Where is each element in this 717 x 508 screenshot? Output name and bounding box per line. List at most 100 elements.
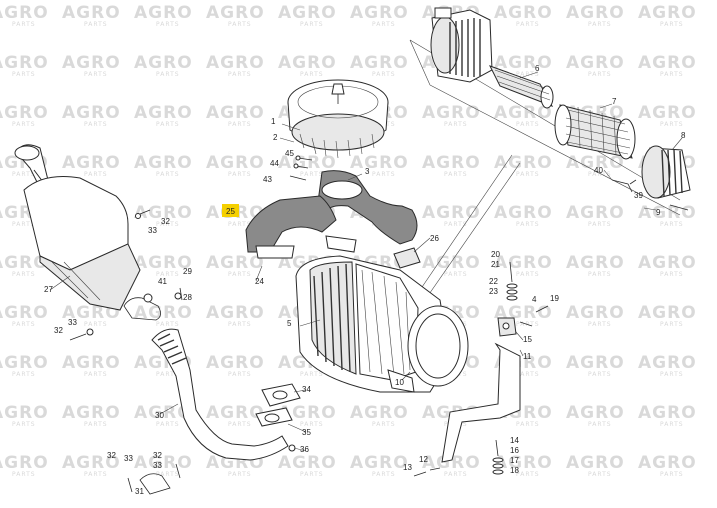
watermark-text: AGRO xyxy=(62,153,121,173)
watermark-subtext: PARTS xyxy=(84,171,108,178)
watermark-subtext: PARTS xyxy=(156,171,180,178)
watermark-text: AGRO xyxy=(0,303,49,323)
callout-2[interactable]: 2 xyxy=(273,133,278,142)
callout-39[interactable]: 39 xyxy=(634,191,643,200)
callout-14[interactable]: 14 xyxy=(510,436,519,445)
callout-24[interactable]: 24 xyxy=(255,277,264,286)
watermark-subtext: PARTS xyxy=(228,421,252,428)
watermark-text: AGRO xyxy=(566,3,625,23)
watermark-subtext: PARTS xyxy=(12,21,36,28)
callout-28[interactable]: 28 xyxy=(183,293,192,302)
watermark-text: AGRO xyxy=(638,203,697,223)
callout-33-bottom[interactable]: 33 xyxy=(153,461,162,470)
callout-3[interactable]: 3 xyxy=(365,167,370,176)
watermark-subtext: PARTS xyxy=(156,321,180,328)
callout-19[interactable]: 19 xyxy=(550,294,559,303)
callout-30[interactable]: 30 xyxy=(155,411,164,420)
air-filter-housing xyxy=(295,255,469,393)
callout-20[interactable]: 20 xyxy=(491,250,500,259)
callout-33-bottom-left[interactable]: 33 xyxy=(124,454,133,463)
watermark-text: AGRO xyxy=(206,403,265,423)
callout-4[interactable]: 4 xyxy=(532,295,537,304)
callout-26[interactable]: 26 xyxy=(430,234,439,243)
callout-12[interactable]: 12 xyxy=(419,455,428,464)
watermark-subtext: PARTS xyxy=(516,471,540,478)
cap-clamp-bolt xyxy=(669,204,689,211)
callout-11[interactable]: 11 xyxy=(523,352,532,361)
watermark-text: AGRO xyxy=(62,453,121,473)
watermark-subtext: PARTS xyxy=(444,221,468,228)
callout-15[interactable]: 15 xyxy=(523,335,532,344)
watermark-text: AGRO xyxy=(62,353,121,373)
watermark-text: AGRO xyxy=(422,153,481,173)
watermark-subtext: PARTS xyxy=(84,71,108,78)
callout-33-left[interactable]: 33 xyxy=(68,318,77,327)
callout-6[interactable]: 6 xyxy=(535,64,540,73)
callout-10[interactable]: 10 xyxy=(395,378,404,387)
watermark-text: AGRO xyxy=(350,403,409,423)
watermark-text: AGRO xyxy=(566,253,625,273)
watermark-subtext: PARTS xyxy=(300,471,324,478)
bracket-31 xyxy=(139,473,171,495)
callout-32-left[interactable]: 32 xyxy=(54,326,63,335)
callout-18[interactable]: 18 xyxy=(510,466,519,475)
watermark-text: AGRO xyxy=(278,153,337,173)
watermark-text: AGRO xyxy=(0,3,49,23)
callout-17[interactable]: 17 xyxy=(510,456,519,465)
callout-25[interactable]: 25 xyxy=(226,207,235,216)
safety-element xyxy=(488,65,554,109)
callout-31[interactable]: 31 xyxy=(135,487,144,496)
callout-23[interactable]: 23 xyxy=(489,287,498,296)
watermark-subtext: PARTS xyxy=(660,471,684,478)
callout-44[interactable]: 44 xyxy=(270,159,279,168)
callout-1[interactable]: 1 xyxy=(271,117,276,126)
watermark-text: AGRO xyxy=(350,453,409,473)
watermark-subtext: PARTS xyxy=(84,121,108,128)
callout-8[interactable]: 8 xyxy=(681,131,686,140)
callout-40[interactable]: 40 xyxy=(594,166,603,175)
callout-21[interactable]: 21 xyxy=(491,260,500,269)
callout-16[interactable]: 16 xyxy=(510,446,519,455)
watermark-text: AGRO xyxy=(638,3,697,23)
dust-valve xyxy=(387,369,415,393)
callout-43[interactable]: 43 xyxy=(263,175,272,184)
callout-22[interactable]: 22 xyxy=(489,277,498,286)
guide-line-left xyxy=(409,39,431,86)
callout-45[interactable]: 45 xyxy=(285,149,294,158)
watermark-text: AGRO xyxy=(494,253,553,273)
callout-27[interactable]: 27 xyxy=(44,285,53,294)
watermark-subtext: PARTS xyxy=(12,321,36,328)
callout-32-bottom-left[interactable]: 32 xyxy=(107,451,116,460)
callout-35[interactable]: 35 xyxy=(302,428,311,437)
bracket-41 xyxy=(123,297,161,321)
watermark-text: AGRO xyxy=(278,3,337,23)
bolt-19 xyxy=(535,305,549,313)
callout-13[interactable]: 13 xyxy=(403,463,412,472)
callout-29[interactable]: 29 xyxy=(183,267,192,276)
watermark-text: AGRO xyxy=(0,53,49,73)
watermark-subtext: PARTS xyxy=(516,171,540,178)
watermark-subtext: PARTS xyxy=(588,171,612,178)
exploded-view-group xyxy=(409,7,691,301)
callout-32-bottom[interactable]: 32 xyxy=(153,451,162,460)
hose-clamp xyxy=(325,235,357,253)
callout-7[interactable]: 7 xyxy=(612,97,617,106)
callout-41[interactable]: 41 xyxy=(158,277,167,286)
watermark-text: AGRO xyxy=(62,53,121,73)
callout-34[interactable]: 34 xyxy=(302,385,311,394)
watermark-text: AGRO xyxy=(134,53,193,73)
callout-32-muffler[interactable]: 32 xyxy=(161,217,170,226)
watermark-subtext: PARTS xyxy=(300,371,324,378)
callout-5[interactable]: 5 xyxy=(287,319,292,328)
watermark-text: AGRO xyxy=(278,403,337,423)
watermark-subtext: PARTS xyxy=(588,321,612,328)
watermark-subtext: PARTS xyxy=(156,421,180,428)
watermark-text: AGRO xyxy=(134,153,193,173)
callout-36[interactable]: 36 xyxy=(300,445,309,454)
callout-9[interactable]: 9 xyxy=(656,208,661,217)
watermark-subtext: PARTS xyxy=(444,271,468,278)
callout-33-muffler[interactable]: 33 xyxy=(148,226,157,235)
watermark-text: AGRO xyxy=(494,53,553,73)
watermark-subtext: PARTS xyxy=(156,21,180,28)
